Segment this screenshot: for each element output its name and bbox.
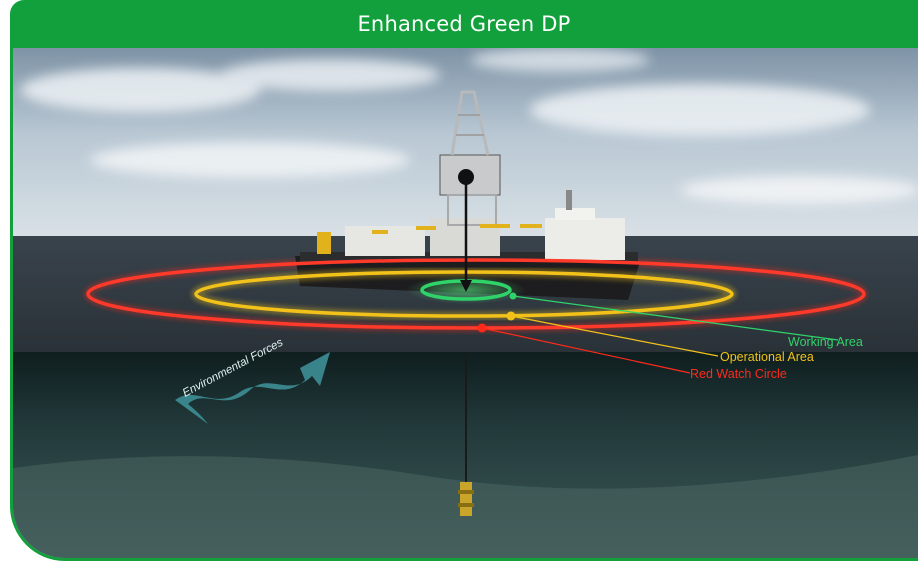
- operational-area-label: Operational Area: [720, 350, 814, 364]
- working-area-marker: [509, 292, 517, 300]
- operational-area-marker: [506, 311, 516, 321]
- wellhead-icon: [458, 482, 474, 516]
- red-watch-circle-marker: [477, 323, 487, 333]
- red-watch-circle-ring: [86, 258, 866, 330]
- scene-illustration: Working Area Operational Area Red Watch …: [13, 48, 918, 558]
- title-bar: Enhanced Green DP: [10, 0, 918, 48]
- position-reference-dot: [458, 169, 474, 185]
- operational-area-leader: [510, 315, 719, 357]
- clouds: [20, 48, 918, 204]
- working-area-label: Working Area: [788, 335, 863, 349]
- operational-area-ring: [194, 270, 734, 318]
- working-area-leader: [512, 295, 839, 341]
- position-arrow-head: [460, 280, 472, 292]
- scene-panel: Working Area Operational Area Red Watch …: [10, 48, 918, 561]
- red-watch-circle-leader: [481, 327, 691, 374]
- red-watch-circle-label: Red Watch Circle: [690, 367, 787, 381]
- diagram-title: Enhanced Green DP: [357, 12, 571, 36]
